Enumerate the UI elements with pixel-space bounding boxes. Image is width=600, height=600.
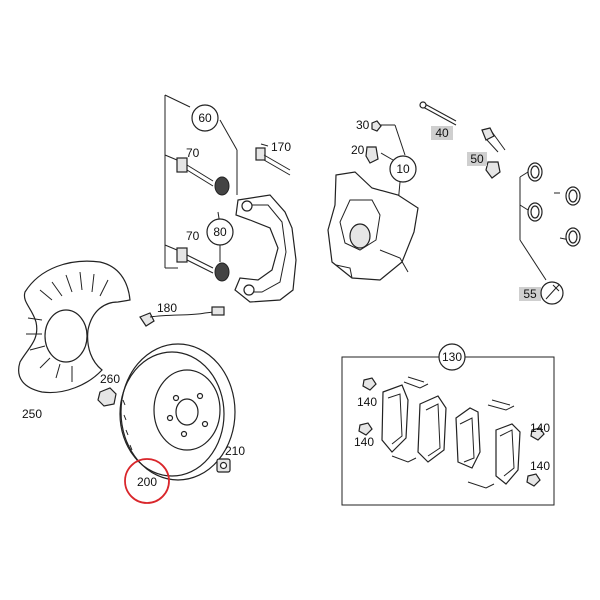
caliper-group: 30 20 10: [327, 118, 419, 281]
bolt-70-lower: [164, 244, 214, 274]
bushing-upper: [214, 176, 230, 196]
callout-60-bubble: [191, 104, 219, 132]
brake-pad-set-group: 130 140 140 140 140: [341, 343, 555, 506]
callout-130-bubble: [438, 343, 466, 371]
callout-140-4: 140: [530, 459, 550, 473]
bolt-70-upper: [164, 154, 214, 187]
clip-upper: [481, 127, 495, 141]
callout-130: 130: [442, 350, 462, 364]
pad-bolt-2: [358, 422, 373, 436]
bolt-170: [255, 143, 291, 176]
bleed-screw: [365, 146, 379, 164]
caliper-carrier: [234, 194, 297, 303]
caliper-body: [327, 171, 419, 281]
callout-210: 210: [225, 444, 245, 458]
callout-70-lower: 70: [186, 229, 200, 243]
pad-clip-2: [487, 404, 515, 411]
callout-200: 200: [137, 475, 157, 489]
wear-sensor: [139, 312, 155, 327]
clip-lower: [485, 161, 501, 179]
bolt-260-group: 260: [97, 372, 120, 407]
bracket-group: 60 70 70 170 80: [164, 94, 297, 303]
pad-bolt-3: [530, 427, 545, 441]
bushing-lower: [214, 262, 230, 282]
callout-140-3: 140: [530, 421, 550, 435]
pad-bolt-4: [526, 473, 541, 487]
pad-clip-3: [391, 455, 417, 463]
screw-210-group: 210: [216, 444, 245, 473]
seal-kit-group: 55: [519, 162, 581, 305]
bleed-cap: [371, 120, 382, 132]
brake-pad-4: [495, 423, 521, 485]
brake-pad-2: [417, 395, 447, 463]
rotor-highlight-circle: [124, 458, 170, 504]
callout-55: 55: [523, 287, 537, 301]
callout-30: 30: [356, 118, 370, 132]
callout-40-box: [431, 126, 453, 140]
pin-clip-group: 40 50: [419, 101, 506, 179]
callout-10-bubble: [389, 155, 417, 183]
callout-10: 10: [396, 162, 410, 176]
callout-80-bubble: [206, 218, 234, 246]
callout-260: 260: [100, 372, 120, 386]
callout-20: 20: [351, 143, 365, 157]
callout-50: 50: [470, 152, 484, 166]
callout-55-box: [519, 287, 541, 301]
callout-80: 80: [213, 225, 227, 239]
pad-clip-1: [403, 381, 429, 389]
callout-40: 40: [435, 126, 449, 140]
callout-140-1: 140: [357, 395, 377, 409]
callout-140-2: 140: [354, 435, 374, 449]
callout-50-box: [467, 152, 487, 166]
callout-60: 60: [198, 111, 212, 125]
callout-70-upper: 70: [186, 146, 200, 160]
pad-bolt-1: [362, 377, 377, 391]
wear-sensor-group: 180: [139, 301, 225, 327]
brake-rotor-group: 200: [119, 343, 236, 504]
brake-pad-3: [455, 407, 481, 469]
callout-250: 250: [22, 407, 42, 421]
pad-clip-4: [467, 481, 495, 489]
callout-170: 170: [271, 140, 291, 154]
callout-180: 180: [157, 301, 177, 315]
bolt-260: [97, 387, 117, 407]
pad-set-frame: [341, 356, 555, 506]
dust-shield-group: 250: [18, 260, 131, 421]
